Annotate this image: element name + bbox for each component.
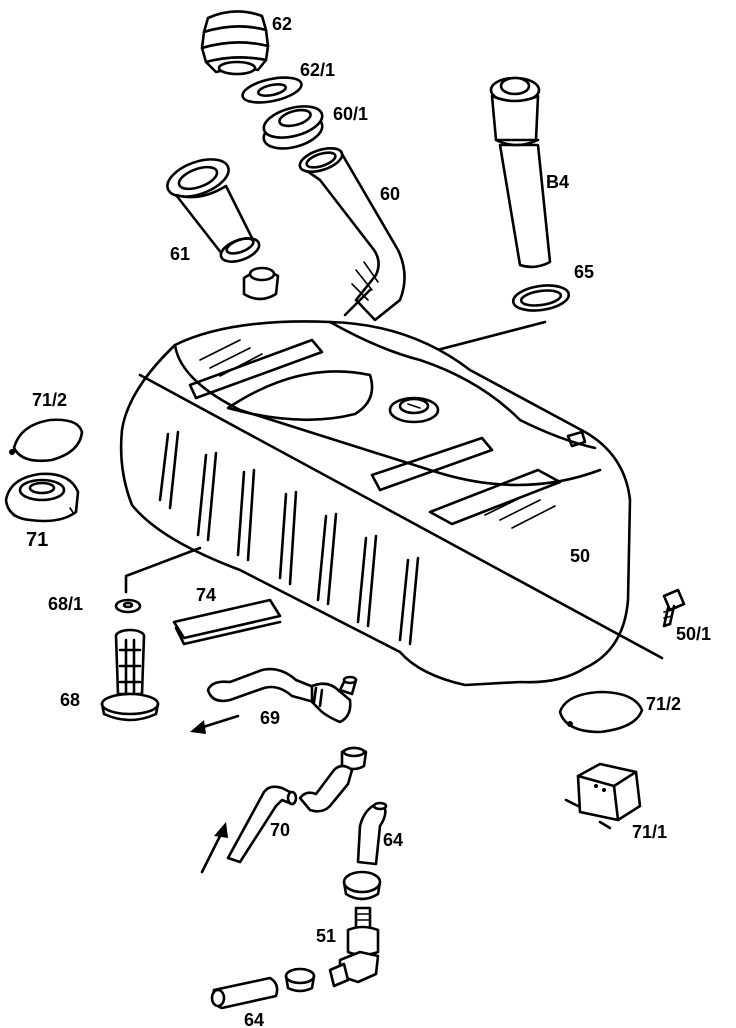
part-clamp-bottom <box>284 967 316 993</box>
part-51-valve <box>328 906 380 988</box>
part-b4-level-sender <box>489 76 552 269</box>
label-71: 71 <box>26 529 48 551</box>
label-68: 68 <box>60 690 80 710</box>
label-60-1: 60/1 <box>333 104 368 124</box>
label-71-1: 71/1 <box>632 822 667 842</box>
part-60-1-grommet <box>262 105 324 150</box>
part-clamp-lower <box>342 870 382 901</box>
part-61-clip <box>242 266 280 301</box>
label-51: 51 <box>316 926 336 946</box>
label-64-upper: 64 <box>383 830 403 850</box>
part-68-strainer <box>100 628 160 722</box>
part-71-mount <box>4 472 80 523</box>
part-labels: 62 62/1 60/1 60 B4 61 65 71/2 71 50 68/1… <box>26 14 711 1028</box>
part-70-pipe <box>226 764 354 864</box>
part-60-filler-pipe <box>298 147 406 322</box>
part-62-bellows <box>200 10 270 76</box>
part-61-funnel <box>166 158 261 263</box>
label-60: 60 <box>380 184 400 204</box>
label-68-1: 68/1 <box>48 594 83 614</box>
part-50-1-screw <box>662 588 686 628</box>
part-71-2-left-cover <box>9 418 84 463</box>
part-62-1-ring <box>241 76 303 104</box>
part-71-1-mount-block <box>564 762 642 830</box>
label-71-2-right: 71/2 <box>646 694 681 714</box>
label-62: 62 <box>272 14 292 34</box>
part-64-lower-hose <box>210 976 279 1010</box>
part-74-pad <box>172 598 282 646</box>
part-64-upper-hose <box>356 801 388 866</box>
label-b4: B4 <box>546 172 569 192</box>
part-71-2-right-cover <box>558 690 644 734</box>
leader-line-68-1 <box>124 546 202 594</box>
arrow-up-right-icon <box>200 822 228 874</box>
part-65-o-ring <box>511 284 571 312</box>
part-69-hose <box>206 667 358 724</box>
label-50-1: 50/1 <box>676 624 711 644</box>
part-50-fuel-tank <box>119 320 664 687</box>
label-61: 61 <box>170 244 190 264</box>
label-64-lower: 64 <box>244 1010 264 1028</box>
label-69: 69 <box>260 708 280 728</box>
label-50: 50 <box>570 546 590 566</box>
part-68-1-washer <box>114 598 142 614</box>
label-71-2-left: 71/2 <box>32 390 67 410</box>
arrow-left-down-icon <box>190 714 240 734</box>
label-65: 65 <box>574 262 594 282</box>
label-62-1: 62/1 <box>300 60 335 80</box>
label-70: 70 <box>270 820 290 840</box>
label-74: 74 <box>196 585 216 605</box>
